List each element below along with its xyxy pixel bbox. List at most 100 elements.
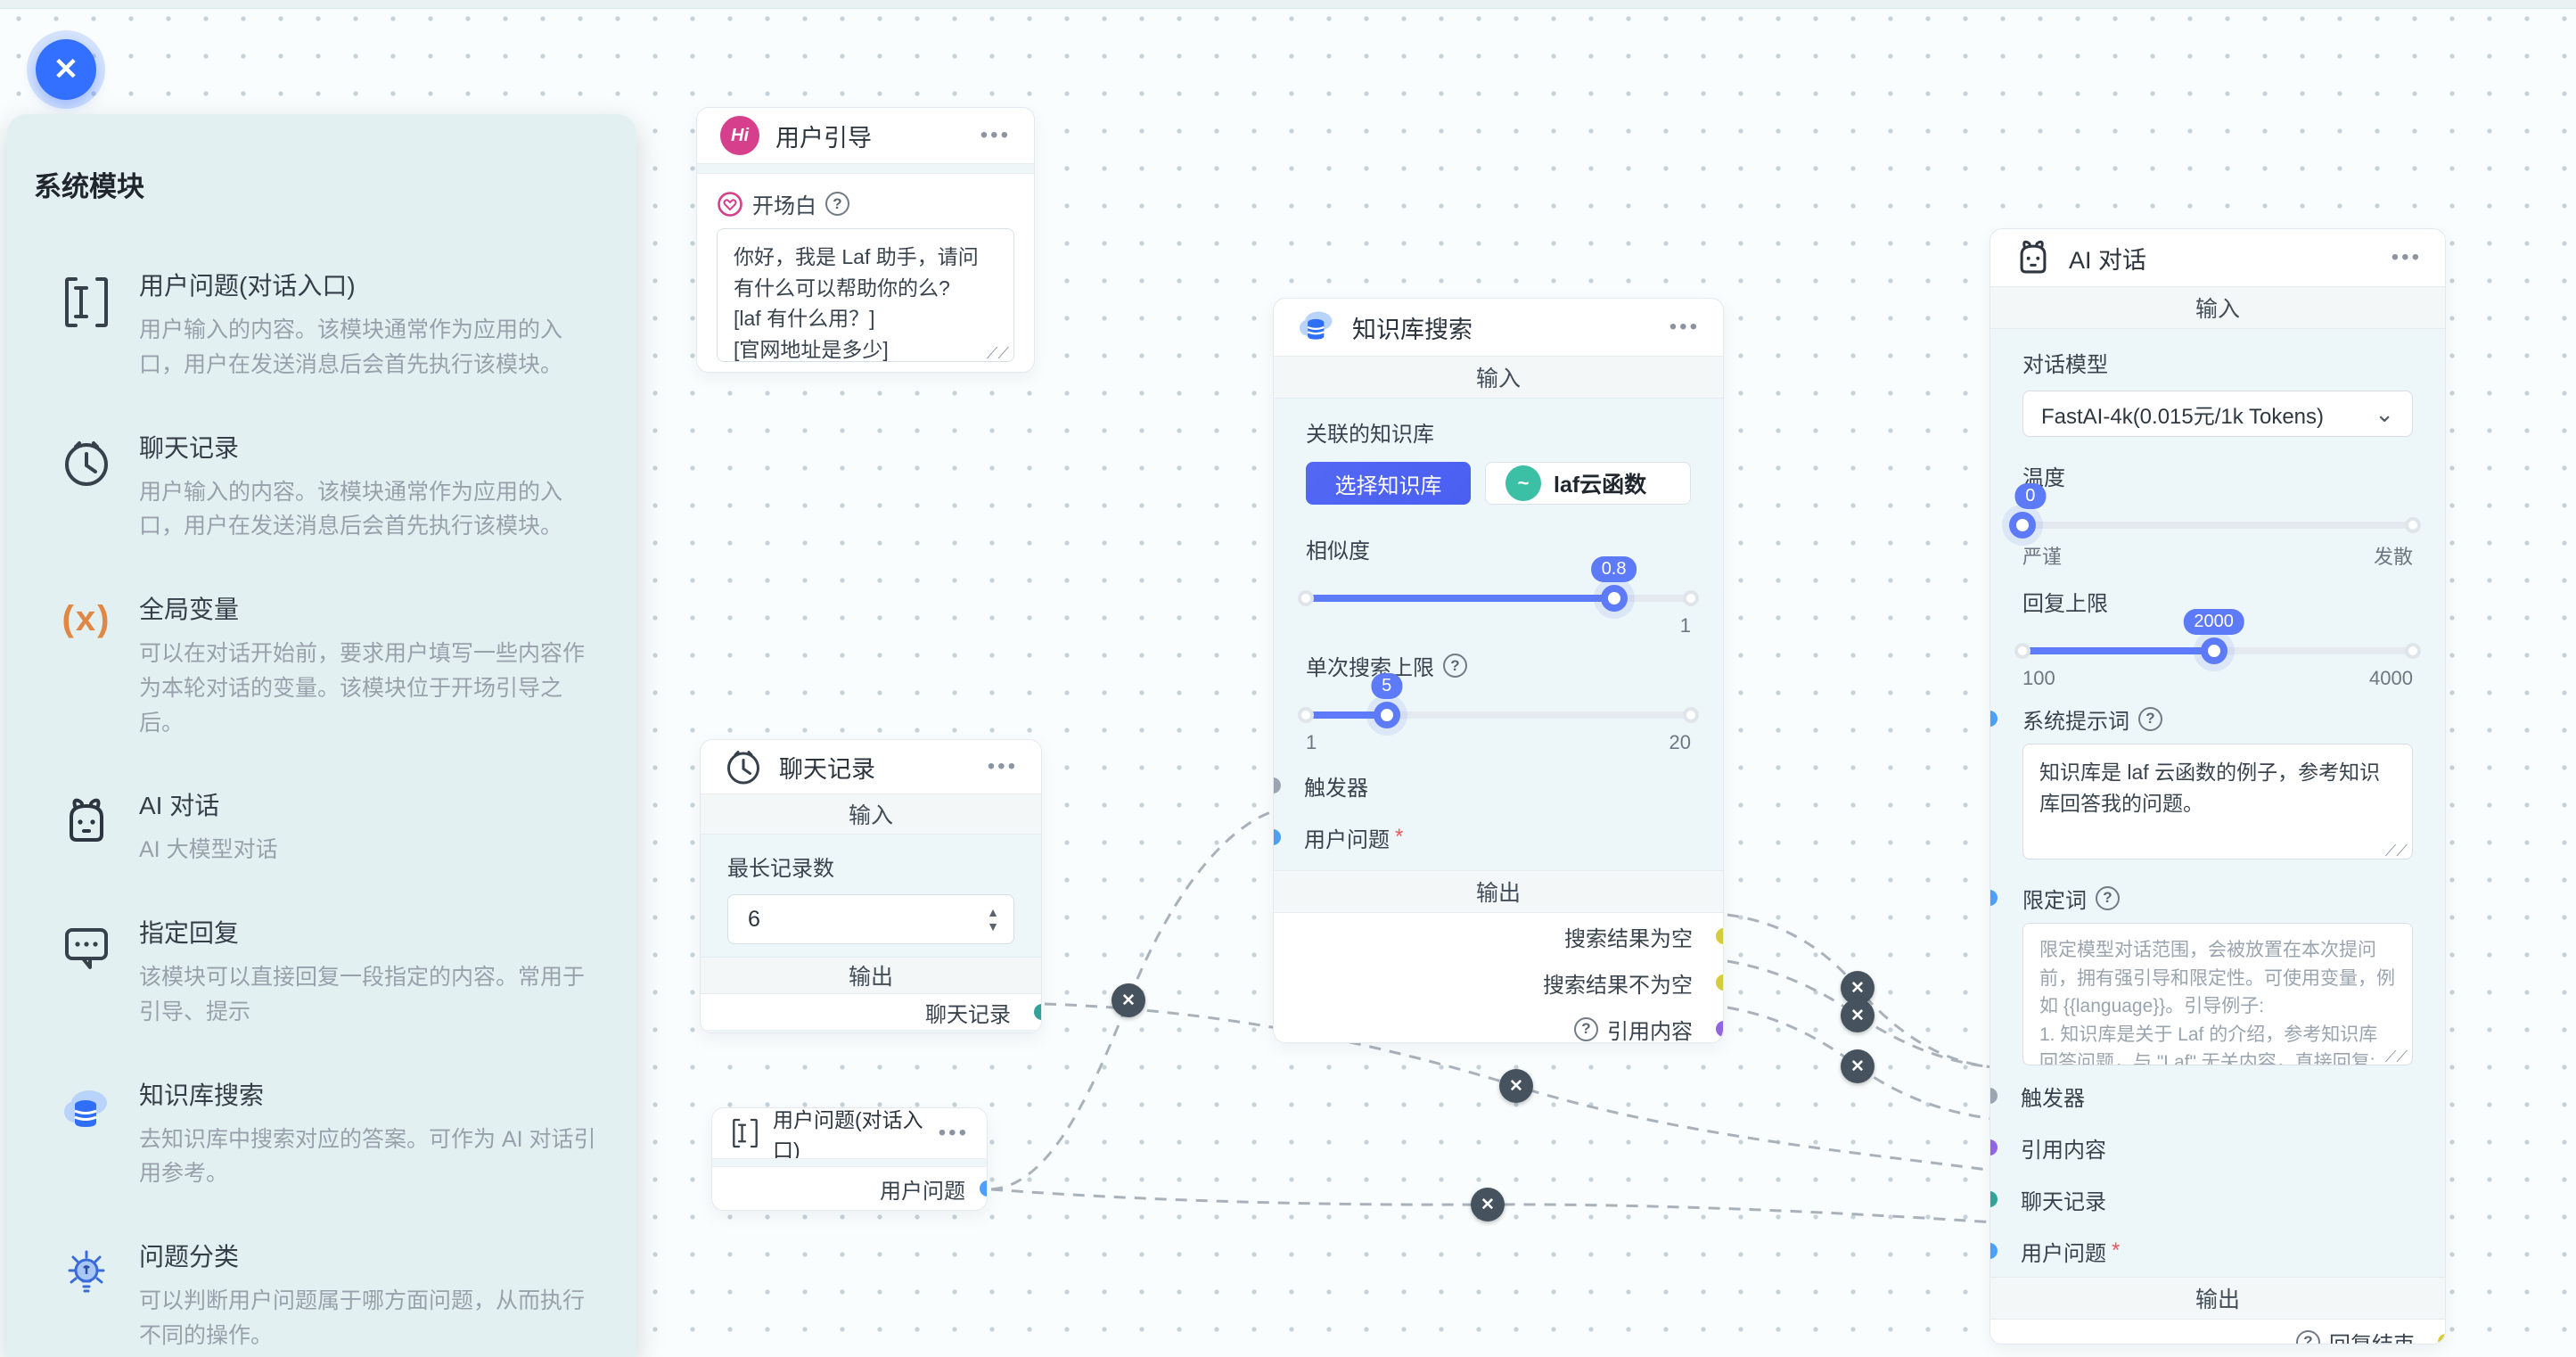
model-label: 对话模型 bbox=[2022, 353, 2108, 377]
node-chat-history[interactable]: 聊天记录 ••• 输入 最长记录数 6 ▲ ▼ 输出 聊天记录 bbox=[700, 739, 1042, 1033]
step-up-icon: ▲ bbox=[987, 905, 999, 919]
reply-limit-slider-thumb[interactable] bbox=[2200, 637, 2227, 664]
search-limit-slider[interactable]: 5 bbox=[1298, 673, 1699, 728]
help-icon[interactable]: ? bbox=[1574, 1016, 1598, 1041]
opening-label: 开场白 bbox=[752, 194, 816, 218]
port-in-question[interactable] bbox=[1990, 1243, 1998, 1259]
select-kb-button[interactable]: 选择知识库 bbox=[1306, 462, 1471, 505]
node-user-question[interactable]: 用户问题(对话入口) ••• 用户问题 bbox=[711, 1107, 988, 1211]
wire-delete-button[interactable]: ✕ bbox=[1112, 983, 1145, 1017]
temperature-slider-thumb[interactable] bbox=[2009, 512, 2036, 539]
more-menu-icon[interactable]: ••• bbox=[987, 754, 1018, 778]
out-end-label: 回复结束 bbox=[2329, 1327, 2415, 1345]
close-icon: ✕ bbox=[1509, 1076, 1523, 1096]
close-icon: ✕ bbox=[53, 53, 79, 86]
port-out-quote[interactable] bbox=[1716, 1021, 1723, 1037]
section-output: 输出 bbox=[1990, 1277, 2445, 1320]
help-icon[interactable]: ? bbox=[825, 192, 849, 216]
port-in-question[interactable] bbox=[1274, 829, 1281, 845]
port-in-system-prompt[interactable] bbox=[1990, 711, 1998, 727]
limit-prompt-label: 限定词 bbox=[2022, 888, 2087, 913]
module-desc: 去知识库中搜索对应的答案。可作为 AI 对话引用参考。 bbox=[139, 1126, 596, 1187]
node-title: 知识库搜索 bbox=[1352, 316, 1473, 343]
more-menu-icon[interactable]: ••• bbox=[2391, 245, 2422, 269]
out-question-label: 用户问题 bbox=[880, 1179, 965, 1204]
help-icon[interactable]: ? bbox=[2138, 706, 2162, 731]
max-records-label: 最长记录数 bbox=[727, 857, 834, 881]
port-out-end[interactable] bbox=[2438, 1334, 2445, 1344]
reply-limit-label: 回复上限 bbox=[2022, 592, 2108, 616]
wire-delete-button[interactable]: ✕ bbox=[1841, 1049, 1875, 1083]
search-limit-slider-thumb[interactable] bbox=[1373, 702, 1400, 728]
node-title: AI 对话 bbox=[2069, 246, 2147, 274]
more-menu-icon[interactable]: ••• bbox=[980, 123, 1011, 147]
sidebar-item-user-question[interactable]: 用户问题(对话入口) 用户输入的内容。该模块通常作为应用的入口，用户在发送消息后… bbox=[34, 267, 606, 382]
port-out-question[interactable] bbox=[980, 1180, 987, 1197]
sidebar-item-question-classify[interactable]: 问题分类 可以判断用户问题属于哪方面问题，从而执行不同的操作。 bbox=[34, 1238, 606, 1353]
module-desc: 用户输入的内容。该模块通常作为应用的入口，用户在发送消息后会首先执行该模块。 bbox=[139, 479, 563, 539]
reply-max-label: 4000 bbox=[2369, 667, 2413, 689]
node-user-guide[interactable]: Hi 用户引导 ••• 开场白 ? 你好，我是 Laf 助手，请问有什么可以帮助… bbox=[696, 107, 1035, 373]
node-title: 用户引导 bbox=[775, 124, 872, 152]
history-label: 聊天记录 bbox=[2021, 1189, 2106, 1214]
temperature-slider[interactable]: 0 bbox=[2009, 483, 2421, 539]
text-cursor-icon bbox=[730, 1114, 760, 1153]
guide-hi-icon: Hi bbox=[720, 116, 759, 155]
system-prompt-textarea[interactable]: 知识库是 laf 云函数的例子，参考知识库回答我的问题。 bbox=[2022, 744, 2413, 859]
opening-heart-icon bbox=[718, 191, 742, 217]
wire-delete-button[interactable]: ✕ bbox=[1471, 1188, 1505, 1221]
reply-bubble-icon bbox=[34, 914, 139, 973]
opening-textarea[interactable]: 你好，我是 Laf 助手，请问有什么可以帮助你的么? [laf 有什么用？] [… bbox=[717, 228, 1014, 362]
help-icon[interactable]: ? bbox=[1443, 654, 1467, 678]
module-title: 指定回复 bbox=[139, 919, 240, 947]
help-icon[interactable]: ? bbox=[2096, 885, 2120, 910]
port-in-trigger[interactable] bbox=[1990, 1088, 1998, 1104]
port-out-empty[interactable] bbox=[1716, 928, 1723, 944]
close-button[interactable]: ✕ bbox=[36, 39, 96, 100]
number-stepper[interactable]: ▲ ▼ bbox=[987, 906, 1006, 933]
port-out-not-empty[interactable] bbox=[1716, 975, 1723, 991]
sidebar-item-kb-search[interactable]: 知识库搜索 去知识库中搜索对应的答案。可作为 AI 对话引用参考。 bbox=[34, 1076, 606, 1192]
node-kb-search[interactable]: 知识库搜索 ••• 输入 关联的知识库 选择知识库 ~ laf云函数 相似度 0… bbox=[1273, 298, 1724, 1043]
question-label: 用户问题 bbox=[2021, 1241, 2106, 1266]
help-icon[interactable]: ? bbox=[2296, 1329, 2320, 1344]
section-output: 输出 bbox=[701, 957, 1041, 994]
port-in-quote[interactable] bbox=[1990, 1139, 1998, 1156]
node-title: 聊天记录 bbox=[779, 755, 875, 783]
out-history-label: 聊天记录 bbox=[925, 1002, 1011, 1027]
similarity-slider-thumb[interactable] bbox=[1600, 585, 1628, 612]
dataset-chip[interactable]: ~ laf云函数 bbox=[1485, 462, 1691, 505]
system-prompt-label: 系统提示词 bbox=[2022, 709, 2129, 734]
model-select[interactable]: FastAI-4k(0.015元/1k Tokens) ⌄ bbox=[2022, 391, 2413, 437]
similarity-slider[interactable]: 0.8 bbox=[1298, 556, 1699, 612]
close-icon: ✕ bbox=[1481, 1195, 1495, 1214]
more-menu-icon[interactable]: ••• bbox=[1669, 315, 1700, 339]
node-title: 用户问题(对话入口) bbox=[773, 1108, 923, 1162]
node-ai-chat[interactable]: AI 对话 ••• 输入 对话模型 FastAI-4k(0.015元/1k To… bbox=[1989, 228, 2446, 1345]
clock-icon bbox=[724, 747, 763, 786]
limit-min-label: 1 bbox=[1306, 731, 1317, 753]
close-icon: ✕ bbox=[1850, 1006, 1865, 1025]
wire-delete-button[interactable]: ✕ bbox=[1499, 1069, 1533, 1103]
sidebar-item-fixed-reply[interactable]: 指定回复 该模块可以直接回复一段指定的内容。常用于引导、提示 bbox=[34, 914, 606, 1030]
wire-delete-button[interactable]: ✕ bbox=[1841, 999, 1875, 1032]
port-out-history[interactable] bbox=[1034, 1004, 1041, 1020]
more-menu-icon[interactable]: ••• bbox=[938, 1121, 969, 1145]
module-title: 用户问题(对话入口) bbox=[139, 272, 356, 300]
port-in-history[interactable] bbox=[1990, 1191, 1998, 1207]
port-in-limit-prompt[interactable] bbox=[1990, 890, 1998, 906]
sidebar-item-global-variable[interactable]: (x) 全局变量 可以在对话开始前，要求用户填写一些内容作为本轮对话的变量。该模… bbox=[34, 590, 606, 740]
temp-right-label: 发散 bbox=[2373, 546, 2413, 568]
reply-limit-slider[interactable]: 2000 bbox=[2014, 609, 2421, 664]
max-records-input[interactable]: 6 ▲ ▼ bbox=[727, 894, 1014, 944]
similarity-max-label: 1 bbox=[1679, 614, 1691, 637]
sidebar-item-chat-history[interactable]: 聊天记录 用户输入的内容。该模块通常作为应用的入口，用户在发送消息后会首先执行该… bbox=[34, 429, 606, 545]
limit-prompt-textarea[interactable] bbox=[2022, 923, 2413, 1065]
module-desc: 该模块可以直接回复一段指定的内容。常用于引导、提示 bbox=[139, 965, 586, 1024]
port-in-trigger[interactable] bbox=[1274, 777, 1281, 794]
search-limit-label: 单次搜索上限 bbox=[1306, 656, 1434, 680]
laf-icon: ~ bbox=[1505, 465, 1541, 501]
variable-icon: (x) bbox=[62, 599, 111, 638]
sidebar-item-ai-chat[interactable]: AI 对话 AI 大模型对话 bbox=[34, 786, 606, 868]
out-empty-label: 搜索结果为空 bbox=[1564, 926, 1693, 951]
